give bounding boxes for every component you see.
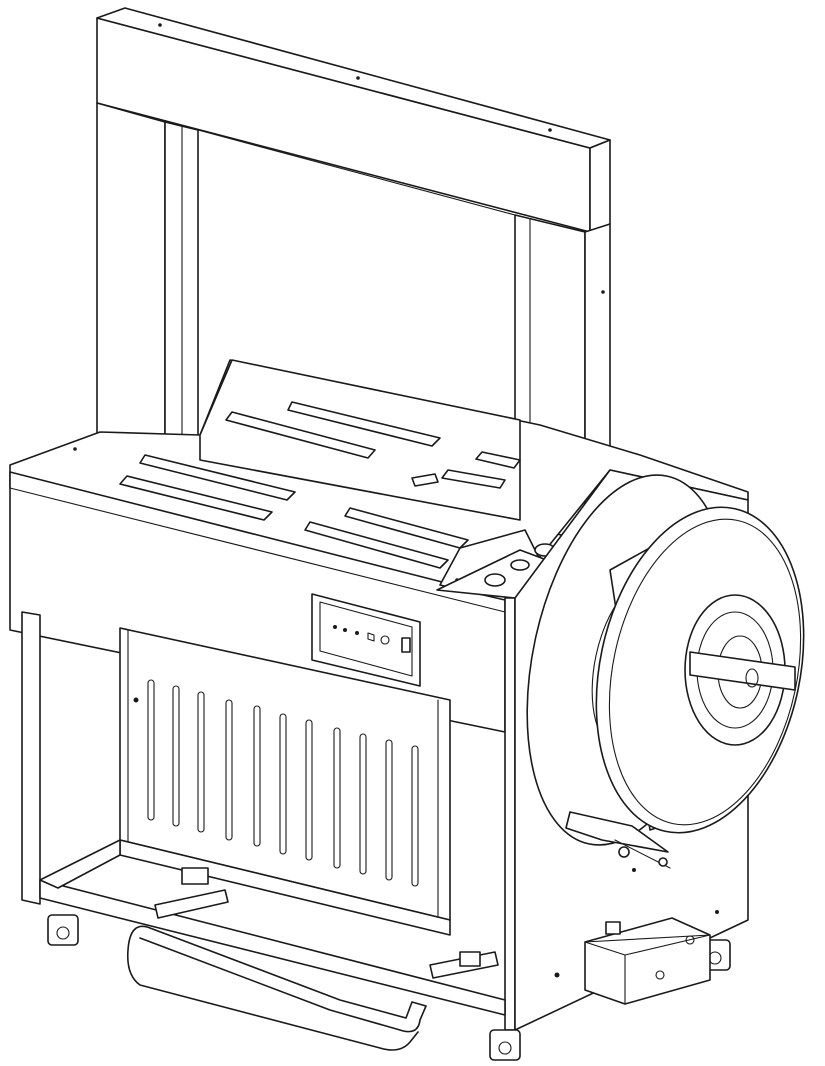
arch-frame xyxy=(96,7,611,541)
knob-icon xyxy=(380,635,390,645)
caster-icon xyxy=(489,1029,521,1061)
casters xyxy=(47,914,731,1061)
control-panel xyxy=(311,593,421,687)
vent-slots xyxy=(147,679,419,887)
strap-reel xyxy=(526,474,805,869)
indicator-light-icon xyxy=(333,625,337,629)
button-icon xyxy=(367,632,375,642)
push-handle xyxy=(126,925,427,1051)
side-tray xyxy=(584,917,711,1005)
power-switch-icon xyxy=(401,637,411,653)
indicator-light-icon xyxy=(355,631,359,635)
lower-frame xyxy=(21,611,506,1016)
caster-icon xyxy=(47,914,79,946)
indicator-light-icon xyxy=(343,628,347,632)
